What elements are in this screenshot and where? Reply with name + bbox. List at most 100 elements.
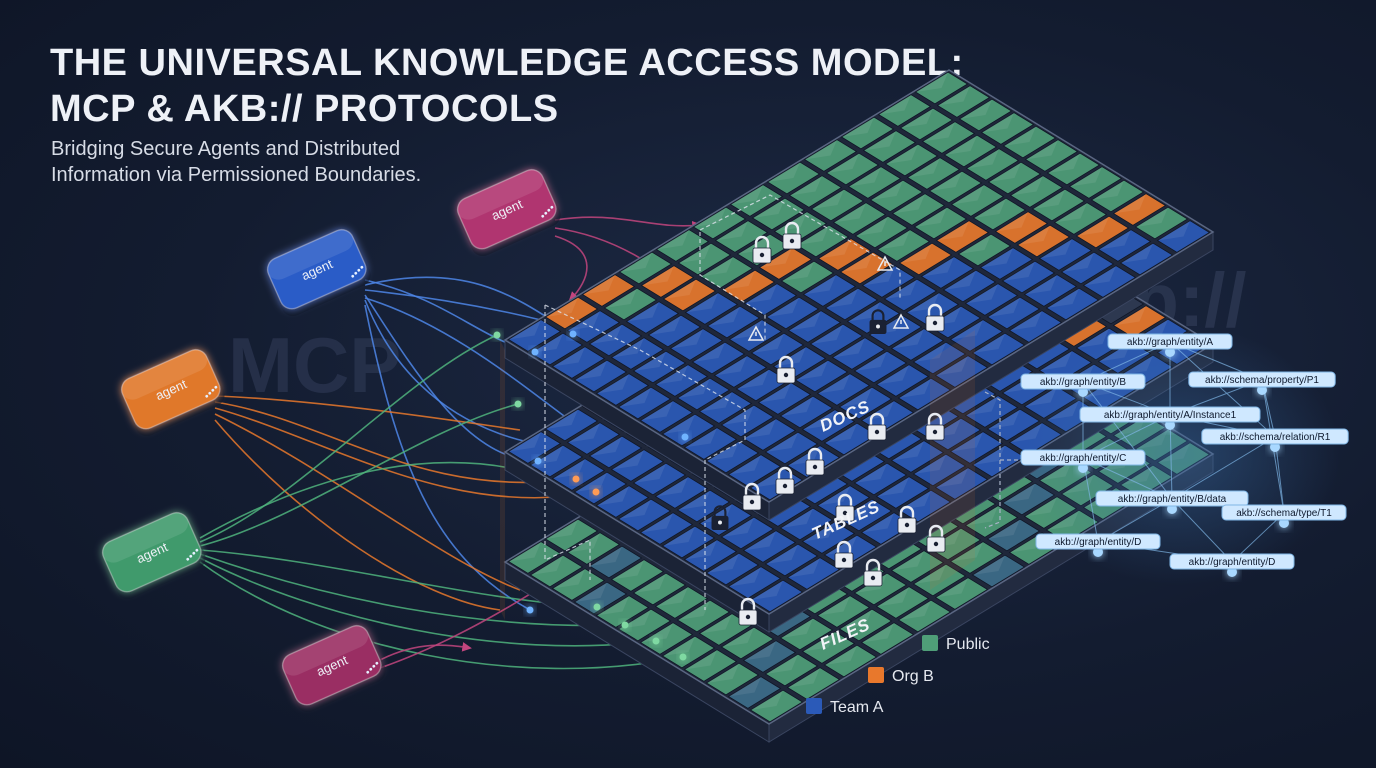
- lock-icon: [775, 466, 795, 495]
- cell-facet: [1135, 207, 1169, 227]
- grid-cell: [794, 359, 849, 393]
- grid-cell: [1016, 224, 1071, 258]
- grid-cell: [786, 557, 841, 590]
- cell-facet: [508, 319, 542, 340]
- grid-cell: [890, 328, 945, 361]
- grid-cell: [610, 559, 665, 592]
- cell-facet: [626, 301, 660, 322]
- grid-cell: [862, 130, 917, 163]
- grid-cell: [957, 233, 1012, 267]
- graph-node-pill: [1107, 333, 1233, 350]
- cell-facet: [574, 472, 608, 492]
- grid-cell: [698, 613, 753, 646]
- grid-cell: [869, 179, 924, 213]
- grid-cell: [551, 458, 606, 491]
- grid-cell: [971, 554, 1026, 588]
- cell-facet: [913, 454, 947, 474]
- agent-port: [208, 391, 212, 395]
- lock-shackle: [784, 221, 800, 234]
- agent-port: [192, 551, 196, 555]
- grid-cell: [573, 581, 628, 615]
- endpoint-dot: [593, 603, 601, 611]
- lock-icon: [711, 505, 729, 531]
- cell-facet: [913, 564, 947, 584]
- cell-facet: [582, 274, 616, 295]
- connection-wires: [199, 216, 721, 670]
- grid-cell: [994, 211, 1049, 244]
- grid-cell: [661, 635, 716, 669]
- graph-node: akb://graph/entity/B: [1020, 373, 1146, 397]
- grid-cell: [529, 332, 584, 366]
- grid-cell: [544, 518, 599, 552]
- grid-cell: [749, 689, 804, 723]
- cell-facet: [1046, 288, 1080, 308]
- cell-facet: [1076, 216, 1110, 236]
- grid-cell: [595, 595, 650, 628]
- grid-cell: [683, 427, 738, 460]
- lock-icon: [925, 412, 945, 441]
- cell-facet: [885, 144, 919, 164]
- cell-facet: [721, 627, 755, 647]
- grid-cell: [898, 242, 953, 276]
- lock-icon: [782, 221, 802, 250]
- grid-cell: [661, 413, 716, 447]
- agent-highlight: [121, 349, 208, 400]
- lock-icon: [742, 482, 762, 511]
- grid-cell: [1068, 166, 1123, 199]
- cell-facet: [743, 530, 777, 551]
- grid-cell: [669, 328, 724, 361]
- grid-cell: [779, 617, 834, 651]
- grid-cell: [914, 71, 969, 105]
- cell-facet: [596, 485, 630, 506]
- grid-cell: [720, 404, 775, 438]
- grid-cell: [899, 107, 954, 141]
- lock-keyhole: [749, 499, 755, 505]
- grid-cell: [897, 377, 952, 411]
- grid-cell: [573, 359, 628, 393]
- grid-cell: [727, 566, 782, 599]
- endpoint-dot: [621, 621, 629, 629]
- cell-facet: [633, 573, 667, 593]
- lock-icon: [869, 309, 887, 335]
- cell-facet: [876, 476, 910, 497]
- cell-facet: [825, 288, 859, 308]
- cell-facet: [965, 395, 999, 416]
- cell-facet: [861, 622, 895, 643]
- legend-label: Org B: [892, 668, 934, 685]
- grid-cell: [588, 323, 643, 357]
- cell-facet: [966, 148, 1000, 169]
- graph-node: akb://schema/relation/R1: [1201, 428, 1349, 452]
- grid-cell: [987, 161, 1042, 195]
- cell-facet: [891, 440, 925, 461]
- graph-node-pill: [1221, 504, 1347, 521]
- grid-cell: [764, 653, 819, 687]
- grid-cell: [617, 608, 672, 642]
- lock-keyhole: [759, 252, 765, 258]
- cell-facet: [832, 337, 866, 358]
- wire: [199, 461, 521, 539]
- cell-facet: [937, 85, 971, 106]
- grid-cell: [581, 274, 636, 307]
- grid-cell: [742, 640, 797, 673]
- cell-facet: [715, 220, 749, 241]
- cell-facet: [699, 391, 733, 412]
- wire: [199, 557, 657, 647]
- cell-facet: [1039, 238, 1073, 259]
- cell-facet: [921, 256, 955, 277]
- grid-cell: [838, 608, 893, 642]
- endpoint-dot: [592, 488, 600, 496]
- legend-swatch: [868, 667, 884, 683]
- agent-port: [211, 388, 215, 392]
- subtitle-line-1: Bridging Secure Agents and Distributed: [51, 138, 401, 160]
- cell-facet: [618, 387, 652, 407]
- lock-keyhole: [841, 557, 847, 563]
- cell-facet: [854, 351, 888, 371]
- grid-cell: [588, 545, 643, 579]
- grid-cell: [1112, 193, 1167, 226]
- cell-facet: [545, 409, 579, 429]
- lock-icon: [897, 505, 917, 534]
- grid-cell: [979, 247, 1034, 280]
- grid-cell: [912, 341, 967, 375]
- grid-cell: [632, 350, 687, 384]
- lock-keyhole: [782, 483, 788, 489]
